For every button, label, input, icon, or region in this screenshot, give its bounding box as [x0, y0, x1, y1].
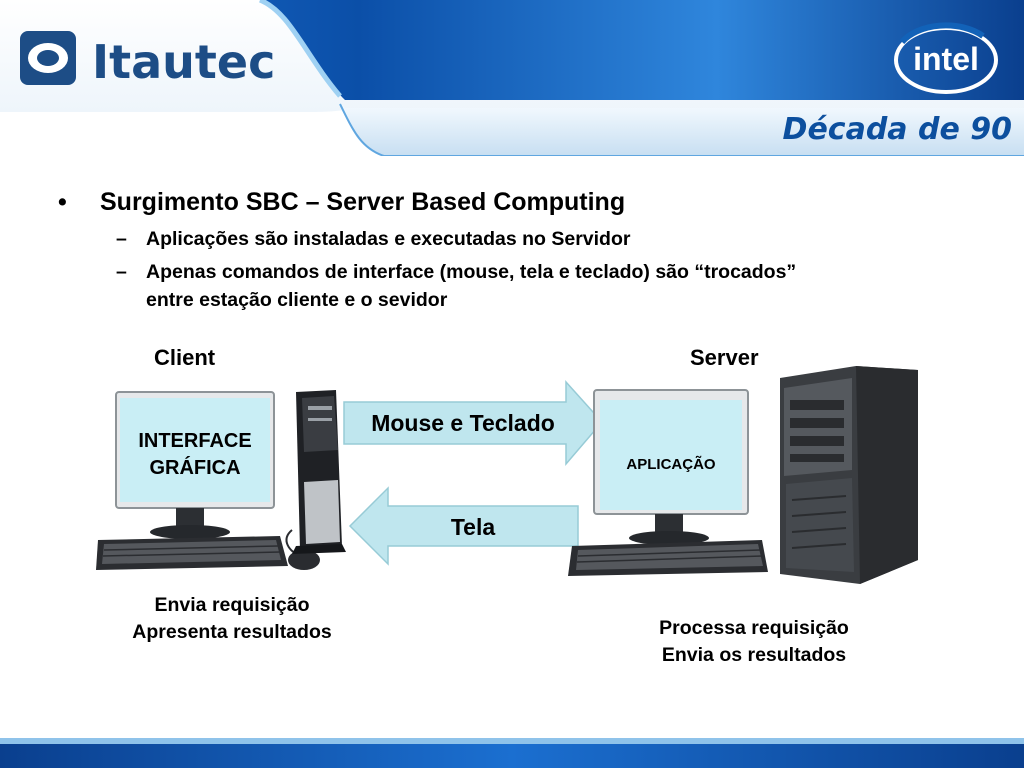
bullet-main-text: Surgimento SBC – Server Based Computing: [100, 188, 626, 216]
header-background: [0, 0, 1024, 170]
bullet-sub-2: –Apenas comandos de interface (mouse, te…: [116, 258, 796, 314]
client-server-diagram: [96, 366, 918, 584]
bullet-dot: •: [58, 188, 67, 216]
bullet-sub-1: –Aplicações são instaladas e executadas …: [116, 225, 630, 253]
bullet-sub-1-text: Aplicações são instaladas e executadas n…: [146, 228, 631, 250]
server-tower-icon: [780, 366, 918, 584]
client-screen-text: INTERFACE GRÁFICA: [120, 428, 270, 482]
bullet-dash: –: [116, 261, 127, 283]
arrow-to-server-label: Mouse e Teclado: [371, 410, 555, 436]
server-screen-text: APLICAÇÃO: [626, 456, 716, 473]
server-keyboard-icon: [568, 540, 768, 576]
arrow-to-client-label: Tela: [450, 514, 496, 540]
brand-name: Itautec: [92, 35, 276, 89]
client-caption-line2: Apresenta resultados: [132, 621, 332, 643]
client-caption-line1: Envia requisição: [154, 594, 310, 616]
server-caption-line1: Processa requisição: [659, 617, 849, 639]
server-caption-line2: Envia os resultados: [661, 644, 847, 666]
arrow-to-server: [343, 380, 603, 467]
bullet-main: • Surgimento SBC – Server Based Computing: [58, 186, 625, 218]
header-banner: Itautec intel Década de 90: [0, 0, 1024, 170]
server-caption: Processa requisição Envia os resultados: [614, 615, 894, 669]
slide-title: Década de 90: [782, 112, 1012, 147]
bullet-sub-2-line2: entre estação cliente e o sevidor: [146, 289, 448, 311]
client-label: Client: [154, 345, 216, 370]
bullet-dash: –: [116, 228, 127, 250]
client-monitor-icon: [115, 391, 275, 539]
itautec-logo-icon: [20, 31, 76, 85]
client-caption: Envia requisição Apresenta resultados: [92, 592, 372, 646]
server-monitor-icon: [593, 389, 749, 545]
intel-logo-text: intel: [913, 41, 979, 77]
intel-logo-icon: intel: [894, 22, 998, 94]
arrow-to-client: [348, 486, 579, 566]
client-keyboard-icon: [96, 536, 288, 570]
server-label: Server: [690, 345, 759, 370]
bullet-sub-2-line1: Apenas comandos de interface (mouse, tel…: [146, 261, 797, 283]
client-tower-icon: [292, 390, 346, 554]
footer-bar: [0, 738, 1024, 768]
client-screen-line2: GRÁFICA: [149, 457, 241, 479]
client-screen-line1: INTERFACE: [138, 430, 252, 452]
